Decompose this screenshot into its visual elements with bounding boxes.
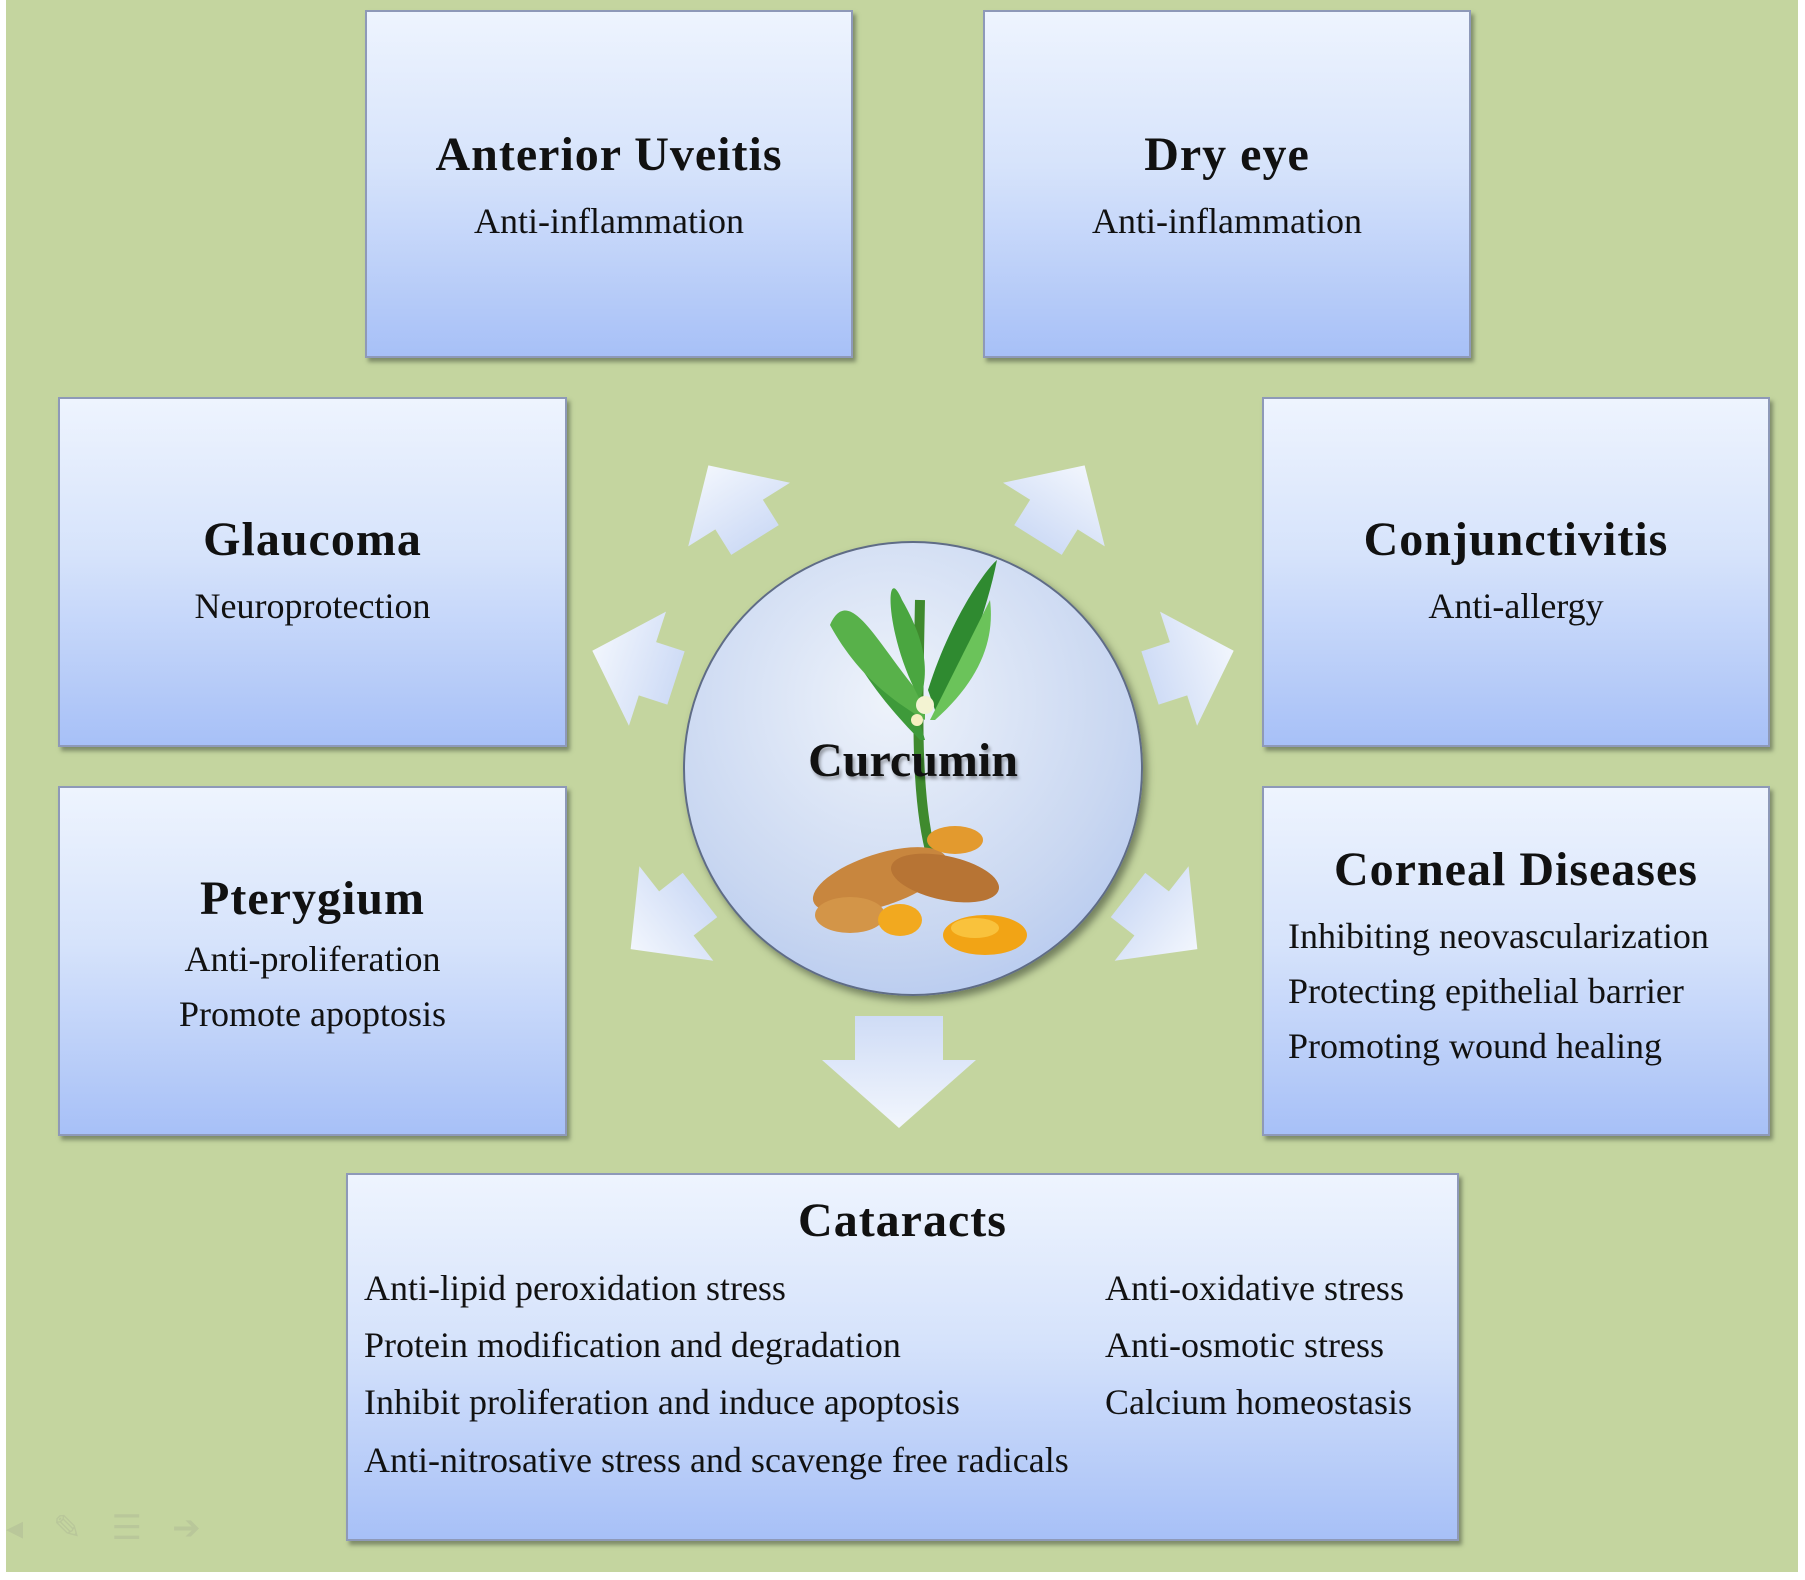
conjunctivitis-effect: Anti-allergy <box>1428 585 1604 626</box>
cataracts-effect-left-4: Anti-nitrosative stress and scavenge fre… <box>364 1439 1069 1480</box>
faded-slideshow-toolbar: ◂✎☰➔ <box>6 1508 231 1548</box>
cataracts-effect-left-2: Protein modification and degradation <box>364 1325 901 1366</box>
arrow-left <box>592 611 685 726</box>
pterygium-box: Pterygium Anti-proliferation Promote apo… <box>58 786 567 1136</box>
menu-icon: ☰ <box>111 1508 173 1548</box>
conjunctivitis-title: Conjunctivitis <box>1363 513 1669 566</box>
pterygium-title: Pterygium <box>200 872 425 925</box>
pen-icon: ✎ <box>53 1508 112 1548</box>
anterior-uveitis-box: Anterior Uveitis Anti-inflammation <box>365 10 853 358</box>
cataracts-effect-left-1: Anti-lipid peroxidation stress <box>364 1268 786 1308</box>
arrow-up-right <box>1003 465 1105 555</box>
cataracts-effect-left-3: Inhibit proliferation and induce apoptos… <box>364 1382 960 1423</box>
back-icon: ◂ <box>6 1508 54 1548</box>
cataracts-left-column: Anti-lipid peroxidation stress Protein m… <box>364 1267 1069 1496</box>
glaucoma-title: Glaucoma <box>203 513 422 566</box>
dry-eye-title: Dry eye <box>1144 128 1310 181</box>
glaucoma-effect: Neuroprotection <box>194 585 431 626</box>
corneal-effect-2: Protecting epithelial barrier <box>1288 970 1684 1011</box>
curcumin-label: Curcumin <box>808 734 1018 787</box>
conjunctivitis-box: Conjunctivitis Anti-allergy <box>1262 397 1770 747</box>
forward-icon: ➔ <box>172 1508 231 1548</box>
corneal-effect-1: Inhibiting neovascularization <box>1288 915 1709 956</box>
glaucoma-box: Glaucoma Neuroprotection <box>58 397 567 747</box>
cataracts-effect-right-3: Calcium homeostasis <box>1105 1382 1412 1423</box>
anterior-uveitis-title: Anterior Uveitis <box>435 128 783 181</box>
cataracts-title: Cataracts <box>798 1194 1007 1247</box>
cataracts-effect-right-2: Anti-osmotic stress <box>1105 1325 1384 1366</box>
arrow-down <box>822 1016 976 1128</box>
pterygium-effect-1: Anti-proliferation <box>184 938 441 979</box>
corneal-diseases-box: Corneal Diseases Inhibiting neovasculari… <box>1262 786 1770 1136</box>
arrow-right <box>1141 611 1234 726</box>
cataracts-effect-right-1: Anti-oxidative stress <box>1105 1268 1404 1308</box>
pterygium-effect-2: Promote apoptosis <box>179 993 446 1034</box>
arrow-down-right <box>1110 866 1198 961</box>
anterior-uveitis-effect: Anti-inflammation <box>474 200 744 241</box>
corneal-effects-list: Inhibiting neovascularization Protecting… <box>1264 915 1768 1069</box>
arrow-down-left <box>630 866 718 961</box>
dry-eye-box: Dry eye Anti-inflammation <box>983 10 1471 358</box>
corneal-diseases-title: Corneal Diseases <box>1334 843 1698 896</box>
cataracts-box: Cataracts Anti-lipid peroxidation stress… <box>346 1173 1459 1541</box>
cataracts-right-column: Anti-oxidative stress Anti-osmotic stres… <box>1105 1267 1412 1439</box>
arrow-up-left <box>688 465 790 555</box>
corneal-effect-3: Promoting wound healing <box>1288 1026 1662 1067</box>
dry-eye-effect: Anti-inflammation <box>1092 200 1362 241</box>
